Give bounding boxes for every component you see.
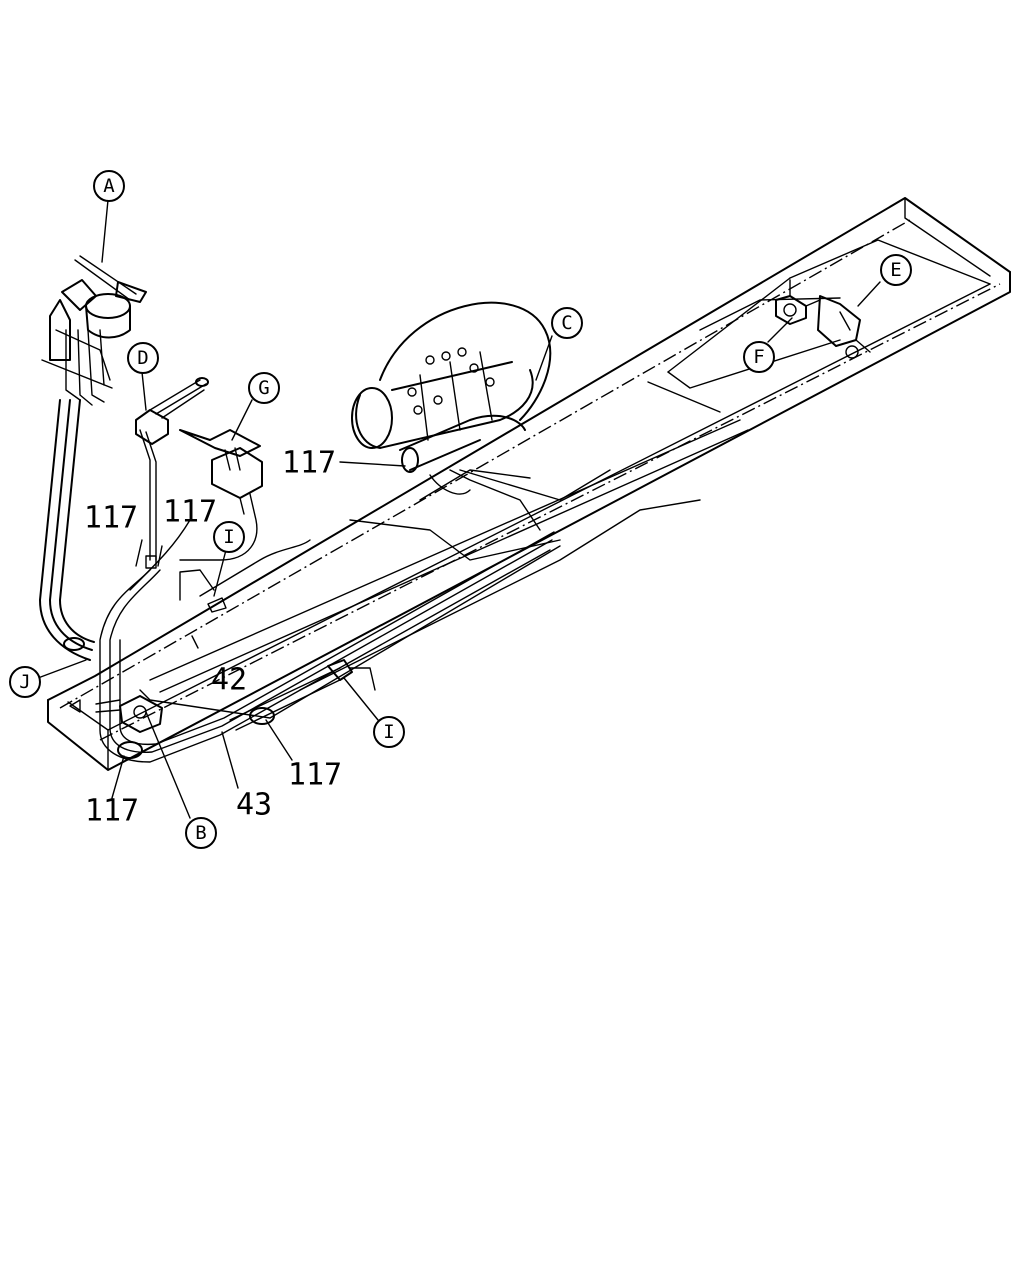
valve-d-assembly <box>135 377 209 569</box>
valve-g-assembly <box>179 429 263 561</box>
callout-f-label: F <box>753 346 764 368</box>
callout-g-label: G <box>258 377 269 399</box>
callout-f: F <box>743 341 775 373</box>
callout-b-label: B <box>195 822 206 844</box>
callout-b: B <box>185 817 217 849</box>
part-number-42: 42 <box>211 663 247 698</box>
callout-a-label: A <box>103 175 115 197</box>
callout-i-upper-label: I <box>223 526 234 548</box>
callout-d: D <box>127 342 159 374</box>
callout-j: J <box>9 666 41 698</box>
callout-a: A <box>93 170 125 202</box>
callout-c: C <box>551 307 583 339</box>
part-number-117-top: 117 <box>282 446 336 481</box>
pipe-runs <box>39 399 749 763</box>
leader-lines <box>37 199 881 819</box>
callout-c-label: C <box>561 312 572 334</box>
callout-j-label: J <box>19 671 30 693</box>
valve-b-assembly <box>95 695 163 733</box>
chassis-frame <box>47 197 1011 771</box>
callout-i-lower-label: I <box>383 721 394 743</box>
part-number-117-bottom: 117 <box>85 794 139 829</box>
callout-g: G <box>248 372 280 404</box>
callout-i-upper: I <box>213 521 245 553</box>
valve-i-assembly <box>207 597 353 681</box>
valve-a-assembly <box>41 255 147 406</box>
part-number-117-left-b: 117 <box>163 495 217 530</box>
valve-ef-assembly <box>775 279 871 359</box>
callout-e: E <box>880 254 912 286</box>
callout-d-label: D <box>137 347 148 369</box>
part-number-117-left-a: 117 <box>84 501 138 536</box>
part-number-43: 43 <box>236 788 272 823</box>
callout-e-label: E <box>890 259 901 281</box>
air-tank-assembly <box>351 301 552 495</box>
part-number-117-mid: 117 <box>288 758 342 793</box>
callout-i-lower: I <box>373 716 405 748</box>
